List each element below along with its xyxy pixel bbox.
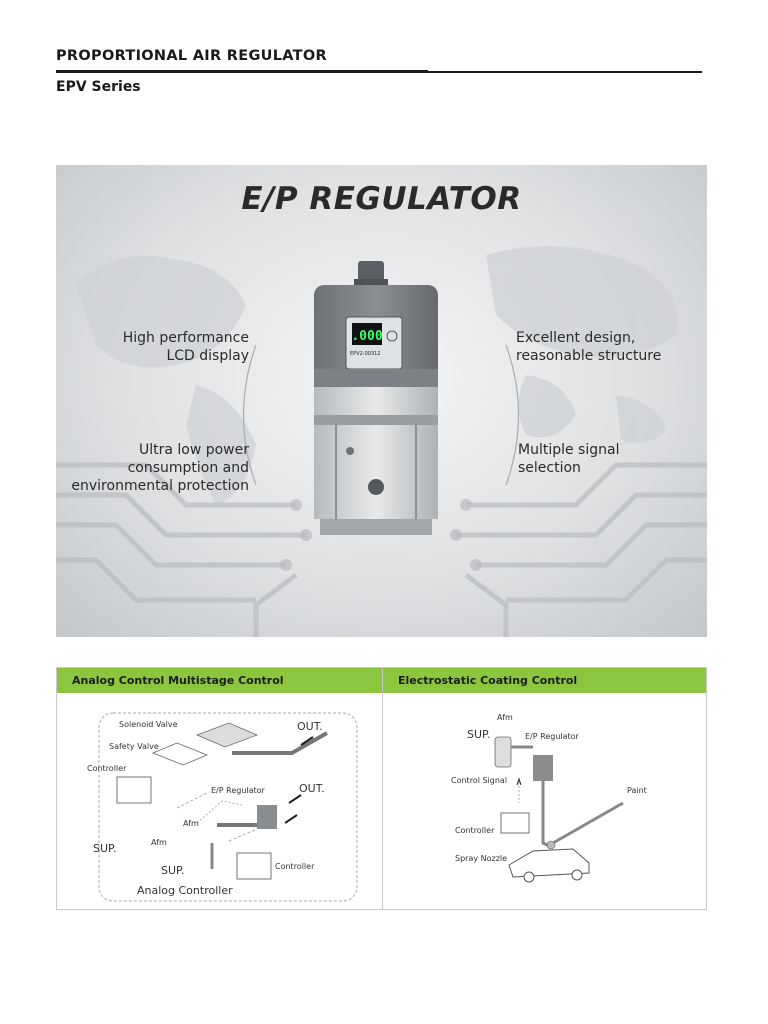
- page-header: PROPORTIONAL AIR REGULATOR EPV Series: [56, 48, 702, 95]
- label-out-mid: OUT.: [299, 782, 325, 795]
- lcd-display: [352, 323, 382, 345]
- safety-valve-icon: [151, 742, 209, 766]
- analog-controller-icon: [236, 852, 272, 880]
- controller-icon: [500, 812, 530, 834]
- circuit-background: [56, 246, 707, 637]
- electrostatic-coating-diagram: [494, 736, 624, 883]
- label-afm-mid: Afm: [183, 819, 199, 828]
- electrostatic-coating-panel: Electrostatic Coating Control Afm SUP. E…: [382, 667, 707, 910]
- left-arc: [242, 344, 257, 486]
- ep-regulator-icon: [533, 755, 553, 781]
- connector-icon: [358, 261, 384, 283]
- ep-regulator-icon: [257, 805, 277, 829]
- label-afm: Afm: [497, 713, 513, 722]
- right-arc: [505, 344, 520, 486]
- label-solenoid-valve: Solenoid Valve: [119, 720, 178, 729]
- feature-design: Excellent design, reasonable structure: [516, 330, 662, 364]
- label-out-top: OUT.: [297, 720, 323, 733]
- circuit-pads: [280, 499, 482, 571]
- circuit-traces: [56, 462, 707, 637]
- air-filter-icon: [494, 736, 512, 768]
- label-controller-top: Controller: [87, 764, 127, 773]
- spray-nozzle-icon: [546, 840, 556, 850]
- port-icon: [368, 479, 384, 495]
- label-ep-regulator: E/P Regulator: [525, 732, 579, 741]
- label-paint: Paint: [627, 786, 647, 795]
- aluminum-block-lower: [314, 425, 438, 519]
- label-ep-regulator: E/P Regulator: [211, 786, 265, 795]
- controller-icon: [116, 776, 152, 804]
- analog-control-panel: Analog Control Multistage Control Soleno…: [56, 667, 383, 910]
- feature-lcd-display: High performance LCD display: [122, 330, 249, 364]
- header-rule-accent: [56, 70, 428, 73]
- label-safety-valve: Safety Valve: [109, 742, 159, 751]
- analog-control-diagram: [98, 712, 358, 902]
- label-sup: SUP.: [467, 728, 491, 741]
- hero-title: E/P REGULATOR: [241, 181, 522, 217]
- label-controller: Controller: [455, 826, 495, 835]
- page-title: PROPORTIONAL AIR REGULATOR: [56, 48, 327, 64]
- panel-heading-electrostatic: Electrostatic Coating Control: [383, 668, 706, 693]
- feature-low-power: Ultra low power consumption and environm…: [71, 442, 249, 494]
- world-map-shapes: [76, 246, 678, 505]
- label-spray-nozzle: Spray Nozzle: [455, 854, 508, 863]
- device-model: EPV2-00312: [350, 351, 381, 357]
- ce-mark-icon: [386, 330, 398, 342]
- series-subtitle: EPV Series: [56, 79, 141, 95]
- panel-heading-analog: Analog Control Multistage Control: [57, 668, 382, 693]
- label-analog-controller: Analog Controller: [137, 884, 233, 897]
- solenoid-valve-icon: [195, 722, 259, 748]
- label-afm-low: Afm: [151, 838, 167, 847]
- feature-signal-selection: Multiple signal selection: [518, 442, 620, 476]
- label-controller-bottom: Controller: [275, 862, 315, 871]
- lcd-value: .000: [351, 329, 382, 344]
- ep-regulator-device: .000 EPV2-00312: [314, 261, 438, 535]
- aluminum-block-upper: [314, 387, 438, 415]
- label-sup-left: SUP.: [93, 842, 117, 855]
- label-sup-bottom: SUP.: [161, 864, 185, 877]
- car-icon: [508, 848, 590, 878]
- label-control-signal: Control Signal: [451, 776, 508, 785]
- hero-banner: E/P REGULATOR High performance LCD displ…: [56, 165, 707, 637]
